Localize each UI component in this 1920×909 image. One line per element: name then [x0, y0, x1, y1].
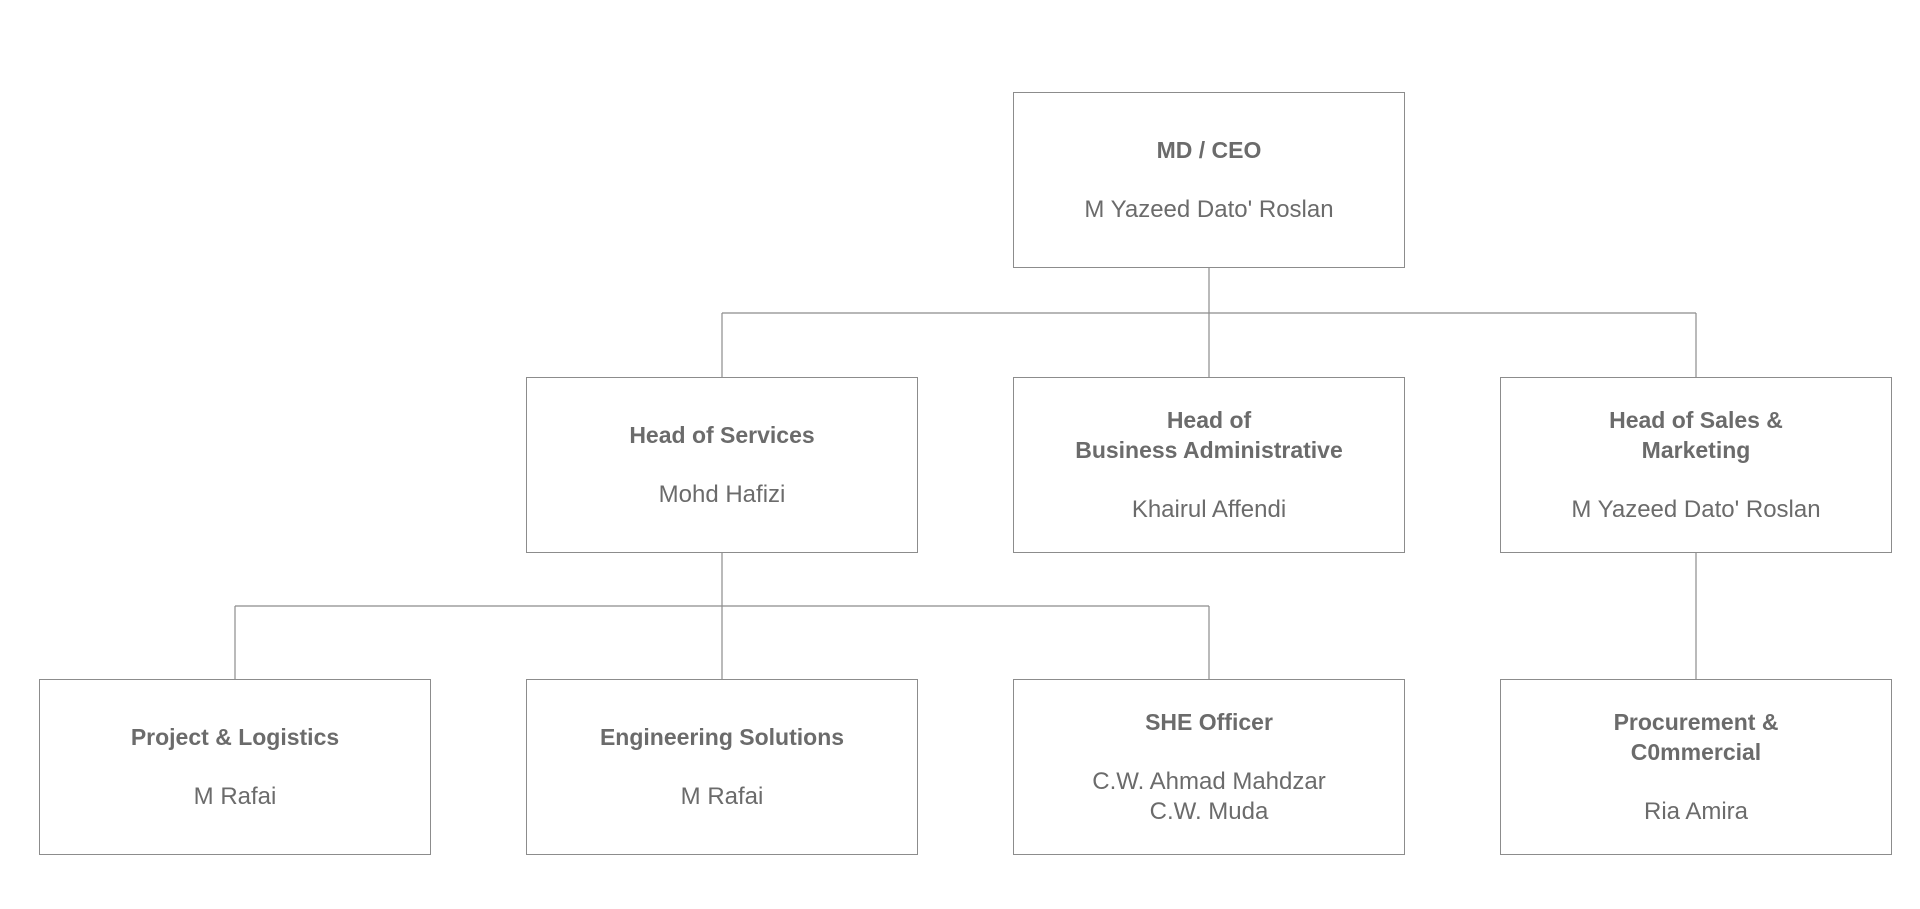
node-person: Khairul Affendi	[1132, 495, 1286, 525]
node-person: M Yazeed Dato' Roslan	[1571, 495, 1820, 525]
person-name: C.W. Ahmad Mahdzar	[1092, 768, 1326, 795]
node-person: Mohd Hafizi	[659, 480, 786, 510]
title-line: SHE Officer	[1145, 709, 1273, 735]
person-name: M Yazeed Dato' Roslan	[1571, 496, 1821, 523]
person-name: C.W. Muda	[1149, 798, 1269, 825]
node-person: C.W. Ahmad Mahdzar C.W. Muda	[1092, 767, 1325, 827]
node-person: M Yazeed Dato' Roslan	[1084, 195, 1333, 225]
title-line: Head of Services	[629, 422, 815, 448]
title-line: Project & Logistics	[130, 724, 340, 750]
node-person: M Rafai	[194, 782, 277, 812]
title-line: Head of	[1166, 407, 1252, 433]
person-name: M Rafai	[680, 783, 764, 810]
person-name: Ria Amira	[1643, 798, 1749, 825]
title-line: Head of Sales &	[1609, 407, 1783, 433]
node-head-of-sales-marketing: Head of Sales & Marketing M Yazeed Dato'…	[1500, 377, 1892, 553]
title-line: Marketing	[1641, 437, 1751, 463]
node-md-ceo: MD / CEO M Yazeed Dato' Roslan	[1013, 92, 1405, 268]
node-engineering-solutions: Engineering Solutions M Rafai	[526, 679, 918, 855]
node-she-officer: SHE Officer C.W. Ahmad Mahdzar C.W. Muda	[1013, 679, 1405, 855]
title-line: MD / CEO	[1156, 137, 1262, 163]
person-name: M Yazeed Dato' Roslan	[1084, 196, 1334, 223]
node-title: SHE Officer	[1145, 707, 1273, 737]
node-person: Ria Amira	[1644, 797, 1748, 827]
title-line: Engineering Solutions	[599, 724, 845, 750]
person-name: M Rafai	[193, 783, 277, 810]
title-line: Business Administrative	[1075, 437, 1343, 463]
node-head-of-business-administrative: Head of Business Administrative Khairul …	[1013, 377, 1405, 553]
node-title: Head of Services	[629, 420, 814, 450]
node-title: Engineering Solutions	[600, 722, 844, 752]
node-procurement-commercial: Procurement & C0mmercial Ria Amira	[1500, 679, 1892, 855]
node-head-of-services: Head of Services Mohd Hafizi	[526, 377, 918, 553]
title-line: C0mmercial	[1630, 739, 1762, 765]
person-name: Khairul Affendi	[1131, 496, 1287, 523]
person-name: Mohd Hafizi	[658, 481, 786, 508]
node-person: M Rafai	[681, 782, 764, 812]
node-title: Head of Sales & Marketing	[1609, 405, 1783, 465]
node-title: Head of Business Administrative	[1075, 405, 1343, 465]
node-title: Procurement & C0mmercial	[1614, 707, 1779, 767]
node-project-logistics: Project & Logistics M Rafai	[39, 679, 431, 855]
node-title: Project & Logistics	[131, 722, 339, 752]
node-title: MD / CEO	[1157, 135, 1262, 165]
title-line: Procurement &	[1613, 709, 1779, 735]
